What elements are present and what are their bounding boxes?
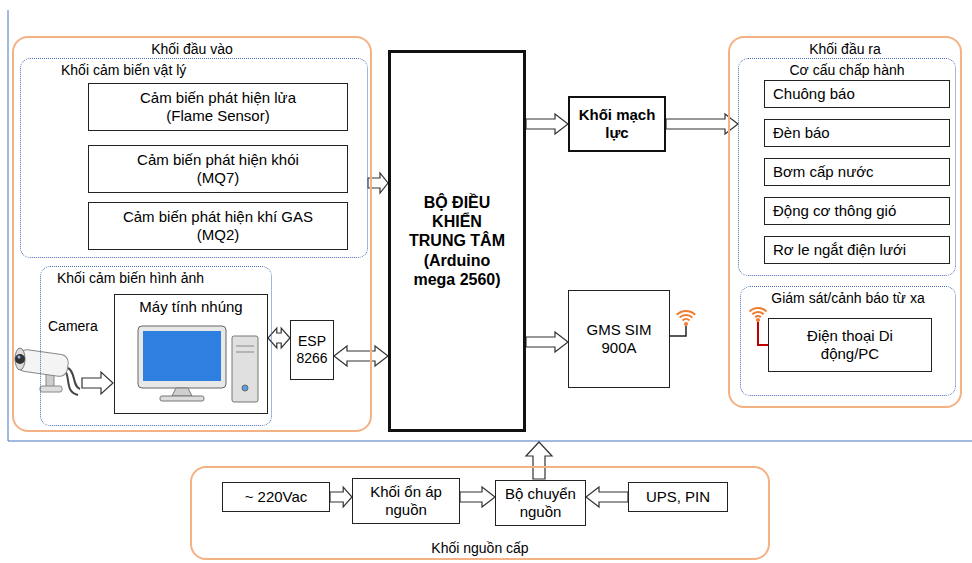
antenna-dot (756, 318, 760, 322)
box-label: Điện thoại Di động/PC (793, 327, 908, 363)
box-label: ESP 8266 (295, 333, 329, 367)
group-title: Khối đầu vào (151, 41, 233, 58)
title-holder: Khối cảm biến vật lý (61, 61, 186, 79)
block-arrow (526, 114, 568, 134)
process-box: Động cơ thông gió (764, 197, 950, 225)
box-label: Khối mạch lực (575, 106, 659, 142)
block-frame: Khối nguồn cấp ~ 220Vac Khối ổn áp nguồn Bộ… (190, 466, 770, 560)
block-arrow (586, 487, 628, 507)
process-box: Bộ chuyển nguồn (495, 480, 586, 526)
antenna-wire (758, 322, 768, 345)
process-box: GMS SIM 900A (568, 290, 670, 388)
block-arrow (330, 487, 352, 507)
monitor-screen (143, 331, 221, 381)
box-label: Cảm biến phát hiện khói (MQ7) (119, 151, 317, 187)
camera-lens (15, 354, 25, 364)
camera-lens-glint (18, 356, 21, 359)
process-box: Bơm cấp nước (764, 158, 950, 186)
camera-hood (15, 348, 25, 370)
pc-tower (232, 336, 258, 402)
box-label: Cảm biến phát hiện lửa (Flame Sensor) (119, 89, 317, 125)
controller-box: BỘ ĐIỀU KHIỂN TRUNG TÂM (Arduino mega 25… (388, 50, 526, 432)
computer-box: Máy tính nhúng (114, 294, 268, 414)
monitor-frame (138, 326, 226, 388)
block-arrow (460, 487, 495, 507)
wireless-symbol (750, 308, 767, 317)
group-title: Khối cảm biến vật lý (61, 62, 186, 79)
block-frame: Khối đầu raCơ cấu chấp hànhChuông báoĐèn… (728, 36, 962, 408)
title-holder: Khối cảm biến hình ảnh (57, 269, 204, 287)
pc-slot (236, 352, 254, 353)
box-label: Động cơ thông gió (773, 202, 896, 220)
box-label: Bộ chuyển nguồn (500, 485, 581, 521)
device-label: Camera (48, 318, 98, 335)
group-frame: Cơ cấu chấp hànhChuông báoĐèn báoBơm cấp… (738, 58, 956, 276)
process-box: Điện thoại Di động/PC (768, 318, 932, 372)
process-box: Rơ le ngắt điện lưới (764, 236, 950, 264)
box-label: Máy tính nhúng (139, 298, 242, 316)
process-box: UPS, PIN (628, 482, 728, 512)
title-holder: Khối đầu ra (730, 40, 960, 58)
camera-base (40, 386, 62, 392)
title-holder: Khối nguồn cấp (192, 539, 768, 557)
process-box: Cảm biến phát hiện khí GAS (MQ2) (88, 202, 348, 250)
title-holder: Cơ cấu chấp hành (739, 61, 955, 79)
block-arrow (526, 332, 568, 352)
computer-icon (138, 326, 258, 402)
process-box: Khối mạch lực (568, 96, 666, 152)
monitor-base (160, 396, 204, 401)
group-title: Giám sát/cảnh báo từ xa (771, 290, 924, 307)
process-box: ~ 220Vac (222, 482, 330, 512)
process-box: Chuông báo (764, 80, 950, 108)
monitor-stand (172, 388, 192, 396)
box-label: Bơm cấp nước (773, 163, 874, 181)
group-title: Khối nguồn cấp (431, 540, 528, 557)
group-frame: Giám sát/cảnh báo từ xa Điện thoại Di độn… (740, 286, 956, 396)
frame-line (8, 441, 972, 442)
box-label: Đèn báo (773, 124, 830, 142)
process-box: Đèn báo (764, 119, 950, 147)
process-box: ESP 8266 (290, 320, 334, 380)
antenna-wire (670, 326, 686, 336)
group-frame: Khối cảm biến hình ảnhMáy tính nhúng (40, 266, 272, 426)
block-arrow (334, 346, 388, 366)
power-arrow (526, 442, 552, 479)
pc-button (242, 385, 248, 391)
wireless-symbol (677, 311, 695, 321)
block-frame: Khối đầu vàoKhối cảm biến vật lý Cảm biến… (12, 36, 372, 432)
group-frame: Khối cảm biến vật lý Cảm biến phát hiện l… (20, 58, 368, 258)
box-label: Cảm biến phát hiện khí GAS (MQ2) (119, 208, 317, 244)
process-box: Cảm biến phát hiện lửa (Flame Sensor) (88, 83, 348, 131)
title-holder: Khối đầu vào (14, 40, 370, 58)
box-label: GMS SIM 900A (574, 321, 664, 357)
camera-cable (66, 372, 78, 395)
pc-slot (236, 346, 254, 347)
frame-line (8, 10, 9, 441)
box-label: Rơ le ngắt điện lưới (773, 241, 906, 259)
camera-arrow (82, 372, 113, 394)
group-title: Cơ cấu chấp hành (789, 62, 904, 79)
antenna-dot (684, 322, 688, 326)
group-title: Khối đầu ra (809, 41, 881, 58)
box-label: BỘ ĐIỀU KHIỂN TRUNG TÂM (Arduino mega 25… (405, 193, 510, 289)
process-box: Khối ổn áp nguồn (352, 478, 460, 524)
camera-icon (15, 348, 80, 395)
box-label: Chuông báo (773, 85, 855, 103)
group-title: Khối cảm biến hình ảnh (57, 270, 204, 287)
process-box: Cảm biến phát hiện khói (MQ7) (88, 145, 348, 193)
box-label: Khối ổn áp nguồn (357, 483, 455, 519)
label-holder: Camera (48, 318, 98, 335)
box-label: UPS, PIN (646, 488, 710, 506)
title-holder: Giám sát/cảnh báo từ xa (741, 289, 955, 307)
box-label: ~ 220Vac (245, 488, 308, 506)
